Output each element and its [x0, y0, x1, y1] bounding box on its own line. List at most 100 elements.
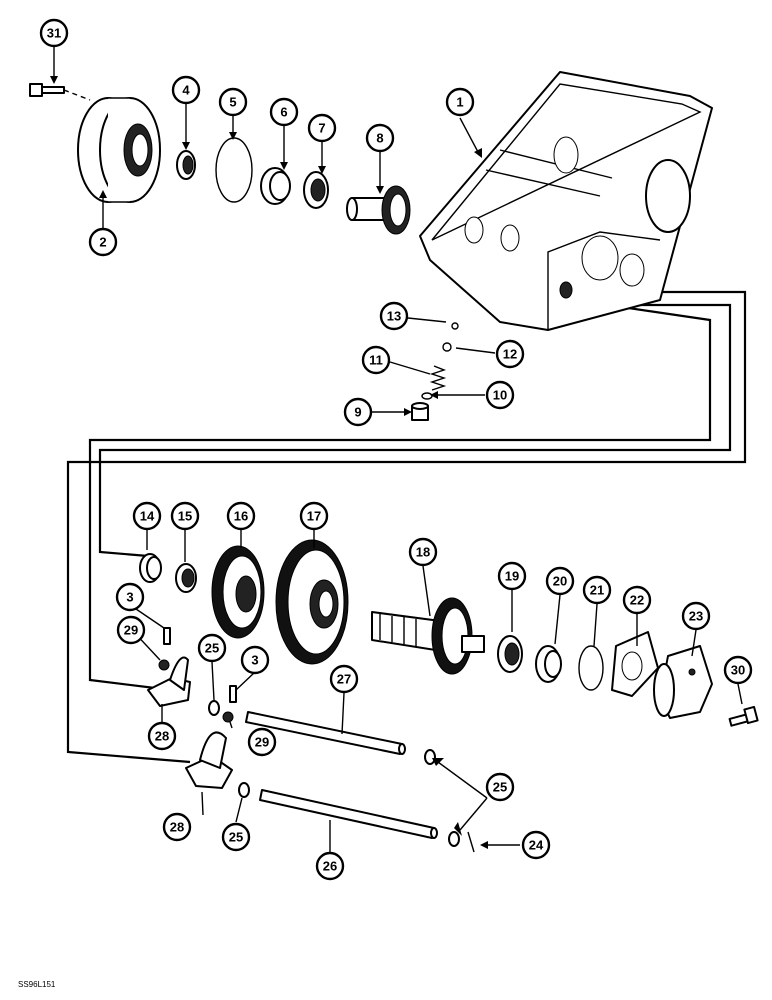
svg-text:25: 25	[205, 641, 219, 656]
svg-text:25: 25	[229, 830, 243, 845]
callout-15: 15	[170, 501, 200, 531]
callout-18: 18	[408, 537, 438, 567]
gearbox-housing-1	[419, 71, 713, 331]
callout-16: 16	[226, 501, 256, 531]
callout-9: 9	[343, 397, 373, 427]
callout-25-middle: 25	[221, 822, 251, 852]
bolt-30	[728, 705, 759, 727]
svg-text:1: 1	[456, 95, 463, 110]
callout-17: 17	[299, 501, 329, 531]
svg-text:21: 21	[590, 583, 604, 598]
svg-text:11: 11	[369, 353, 383, 368]
callout-25-right: 25	[485, 772, 515, 802]
cover-23	[653, 645, 713, 719]
callout-10: 10	[485, 380, 515, 410]
callouts: 31 2 4 5 6 7 8 1 13 12 11 10 9 14 15 16 …	[39, 18, 753, 881]
gear-17	[275, 539, 349, 665]
callout-19: 19	[497, 561, 527, 591]
callout-7: 7	[307, 113, 337, 143]
output-shaft-18	[371, 597, 485, 675]
nut-29-upper	[158, 659, 170, 671]
svg-text:31: 31	[47, 26, 61, 41]
svg-text:18: 18	[416, 545, 430, 560]
gasket-22	[611, 631, 659, 697]
bearing-cup-14	[139, 553, 162, 583]
svg-text:13: 13	[387, 309, 401, 324]
callout-5: 5	[218, 87, 248, 117]
pinion-gear-8	[346, 185, 411, 235]
gear-16	[211, 545, 265, 639]
svg-text:3: 3	[126, 590, 133, 605]
retainer-housing-2	[77, 97, 161, 203]
svg-text:4: 4	[182, 83, 190, 98]
callout-6: 6	[269, 97, 299, 127]
callout-29-lower: 29	[247, 727, 277, 757]
bearing-4	[176, 150, 196, 180]
shift-fork-28-lower	[185, 731, 233, 789]
callout-11: 11	[361, 345, 391, 375]
ring-25-b	[238, 782, 250, 798]
pin-24	[467, 831, 475, 853]
callout-3-upper: 3	[115, 582, 145, 612]
callout-28-upper: 28	[147, 721, 177, 751]
svg-text:19: 19	[505, 569, 519, 584]
callout-31: 31	[39, 18, 69, 48]
callout-28-lower: 28	[162, 812, 192, 842]
plug-9	[411, 402, 429, 421]
svg-text:22: 22	[630, 593, 644, 608]
callout-21: 21	[582, 575, 612, 605]
figure-code: SS96L151	[18, 980, 56, 989]
callout-30: 30	[723, 655, 753, 685]
o-ring-5	[215, 137, 253, 203]
o-ring-21	[578, 645, 604, 691]
svg-text:6: 6	[280, 105, 287, 120]
svg-text:8: 8	[376, 131, 383, 146]
callout-24: 24	[521, 830, 551, 860]
svg-text:3: 3	[251, 653, 258, 668]
callout-2: 2	[88, 227, 118, 257]
svg-text:16: 16	[234, 509, 248, 524]
ring-25-c	[424, 749, 436, 765]
svg-text:17: 17	[307, 509, 321, 524]
set-screw-3-lower	[229, 685, 237, 703]
routing-lines	[66, 290, 747, 764]
callout-27: 27	[329, 664, 359, 694]
svg-text:23: 23	[689, 609, 703, 624]
leader-lines	[50, 47, 743, 852]
callout-20: 20	[545, 566, 575, 596]
ring-25-d	[448, 831, 460, 847]
set-screw-3-upper	[163, 627, 171, 645]
callout-8: 8	[365, 123, 395, 153]
rod-27	[245, 711, 406, 755]
svg-text:30: 30	[731, 663, 745, 678]
svg-text:12: 12	[503, 347, 517, 362]
svg-text:29: 29	[255, 735, 269, 750]
svg-text:26: 26	[323, 859, 337, 874]
svg-text:28: 28	[155, 729, 169, 744]
bearing-cone-7	[303, 171, 329, 209]
callout-12: 12	[495, 339, 525, 369]
shift-fork-28-upper	[147, 656, 191, 707]
callout-13: 13	[379, 301, 409, 331]
svg-text:27: 27	[337, 672, 351, 687]
svg-text:25: 25	[493, 780, 507, 795]
callout-3-lower: 3	[240, 645, 270, 675]
svg-text:7: 7	[318, 121, 325, 136]
svg-text:14: 14	[140, 509, 155, 524]
svg-text:28: 28	[170, 820, 184, 835]
ring-25-a	[208, 700, 220, 716]
bearing-cone-15	[175, 563, 197, 593]
callout-14: 14	[132, 501, 162, 531]
svg-text:29: 29	[124, 623, 138, 638]
rod-26	[259, 789, 438, 839]
svg-text:5: 5	[229, 95, 236, 110]
svg-text:15: 15	[178, 509, 192, 524]
bearing-cup-6	[260, 167, 291, 205]
callout-23: 23	[681, 601, 711, 631]
svg-text:9: 9	[354, 405, 361, 420]
nut-29-lower	[222, 711, 234, 723]
callout-4: 4	[171, 75, 201, 105]
callout-25-upper: 25	[197, 633, 227, 663]
detent-assembly	[411, 322, 459, 421]
